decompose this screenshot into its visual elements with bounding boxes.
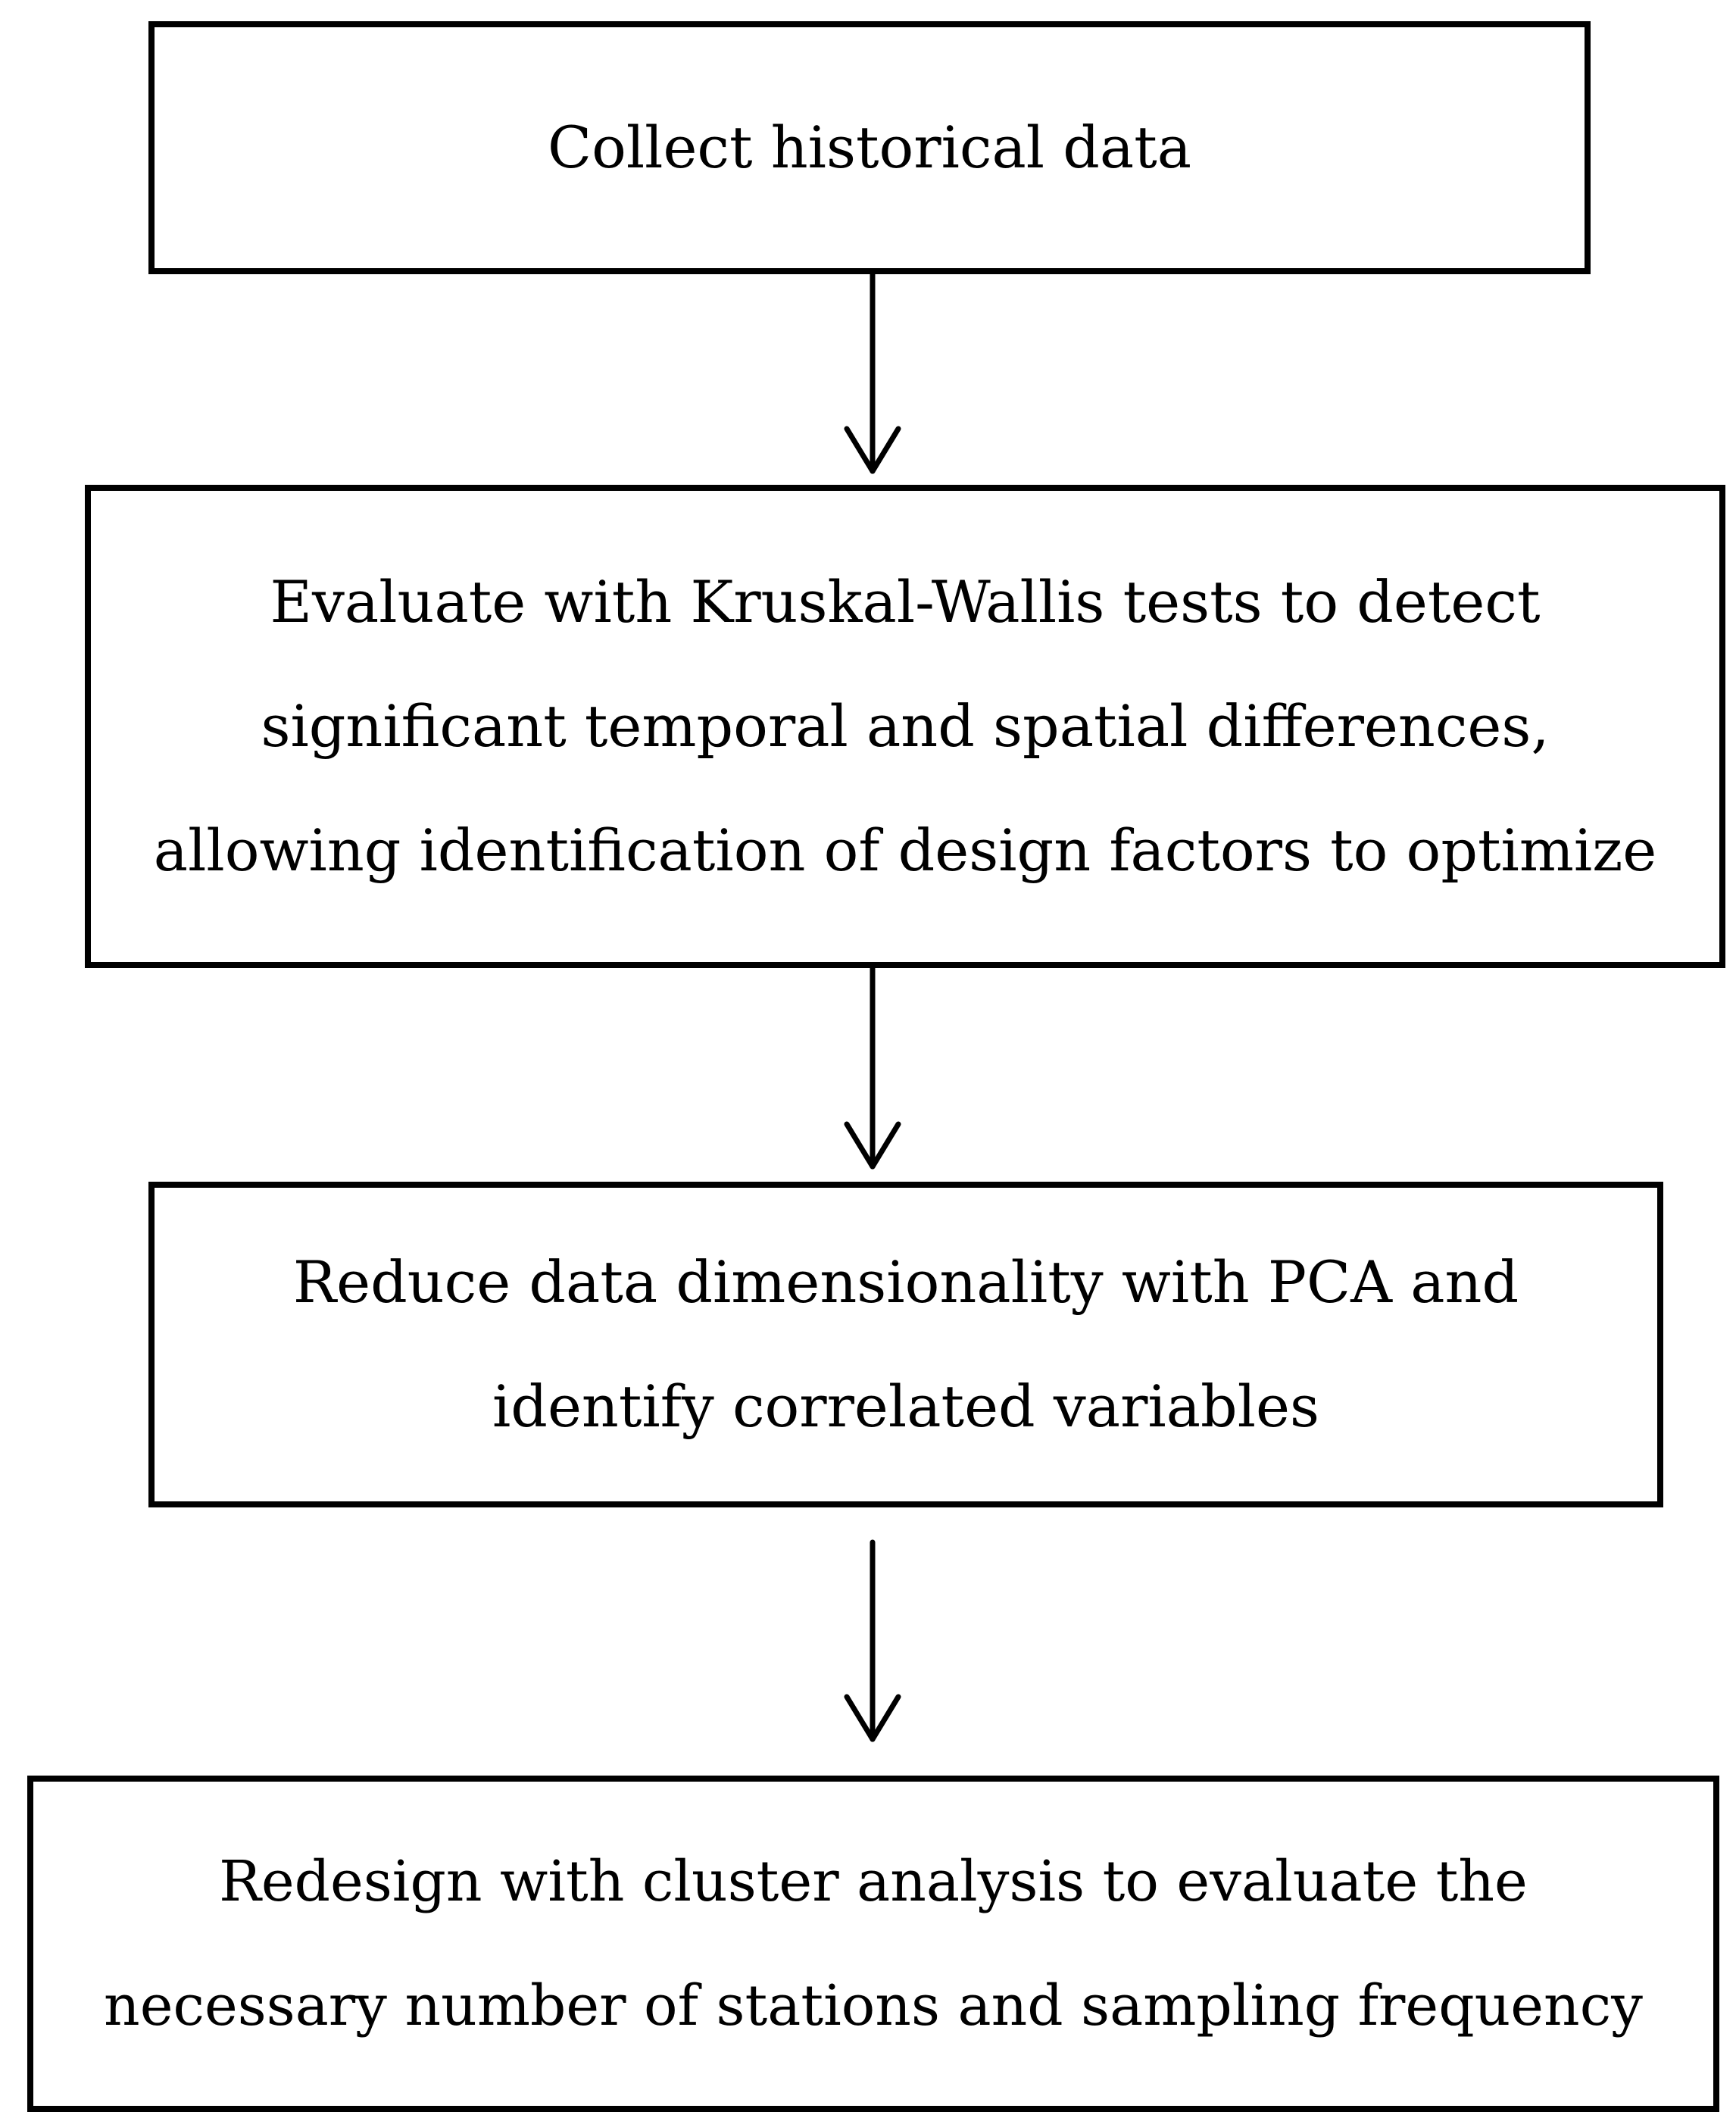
flow-step-pca: Reduce data dimensionality with PCA and …	[148, 1182, 1663, 1507]
flow-step-text: Collect historical data	[548, 86, 1191, 210]
flow-step-line: significant temporal and spatial differe…	[261, 692, 1550, 760]
arrow-step-1-to-2	[844, 271, 901, 474]
flow-step-text: Evaluate with Kruskal-Wallis tests to de…	[154, 540, 1656, 913]
flow-step-text: Redesign with cluster analysis to evalua…	[104, 1820, 1643, 2068]
flow-step-line: Reduce data dimensionality with PCA and	[292, 1248, 1519, 1316]
flow-step-kruskal-wallis: Evaluate with Kruskal-Wallis tests to de…	[85, 485, 1725, 968]
flow-step-line: Collect historical data	[547, 114, 1192, 181]
flow-step-text: Reduce data dimensionality with PCA and …	[293, 1220, 1519, 1469]
flow-step-line: Redesign with cluster analysis to evalua…	[219, 1849, 1528, 1914]
flow-step-line: allowing identification of design factor…	[153, 817, 1657, 884]
flow-step-line: necessary number of stations and samplin…	[104, 1973, 1643, 2038]
flow-step-line: identify correlated variables	[492, 1373, 1319, 1440]
flow-step-collect-data: Collect historical data	[148, 21, 1591, 274]
arrow-step-2-to-3	[844, 965, 901, 1170]
arrow-step-3-to-4	[844, 1539, 901, 1742]
flow-step-cluster-analysis: Redesign with cluster analysis to evalua…	[27, 1776, 1719, 2112]
flow-step-line: Evaluate with Kruskal-Wallis tests to de…	[270, 568, 1541, 636]
